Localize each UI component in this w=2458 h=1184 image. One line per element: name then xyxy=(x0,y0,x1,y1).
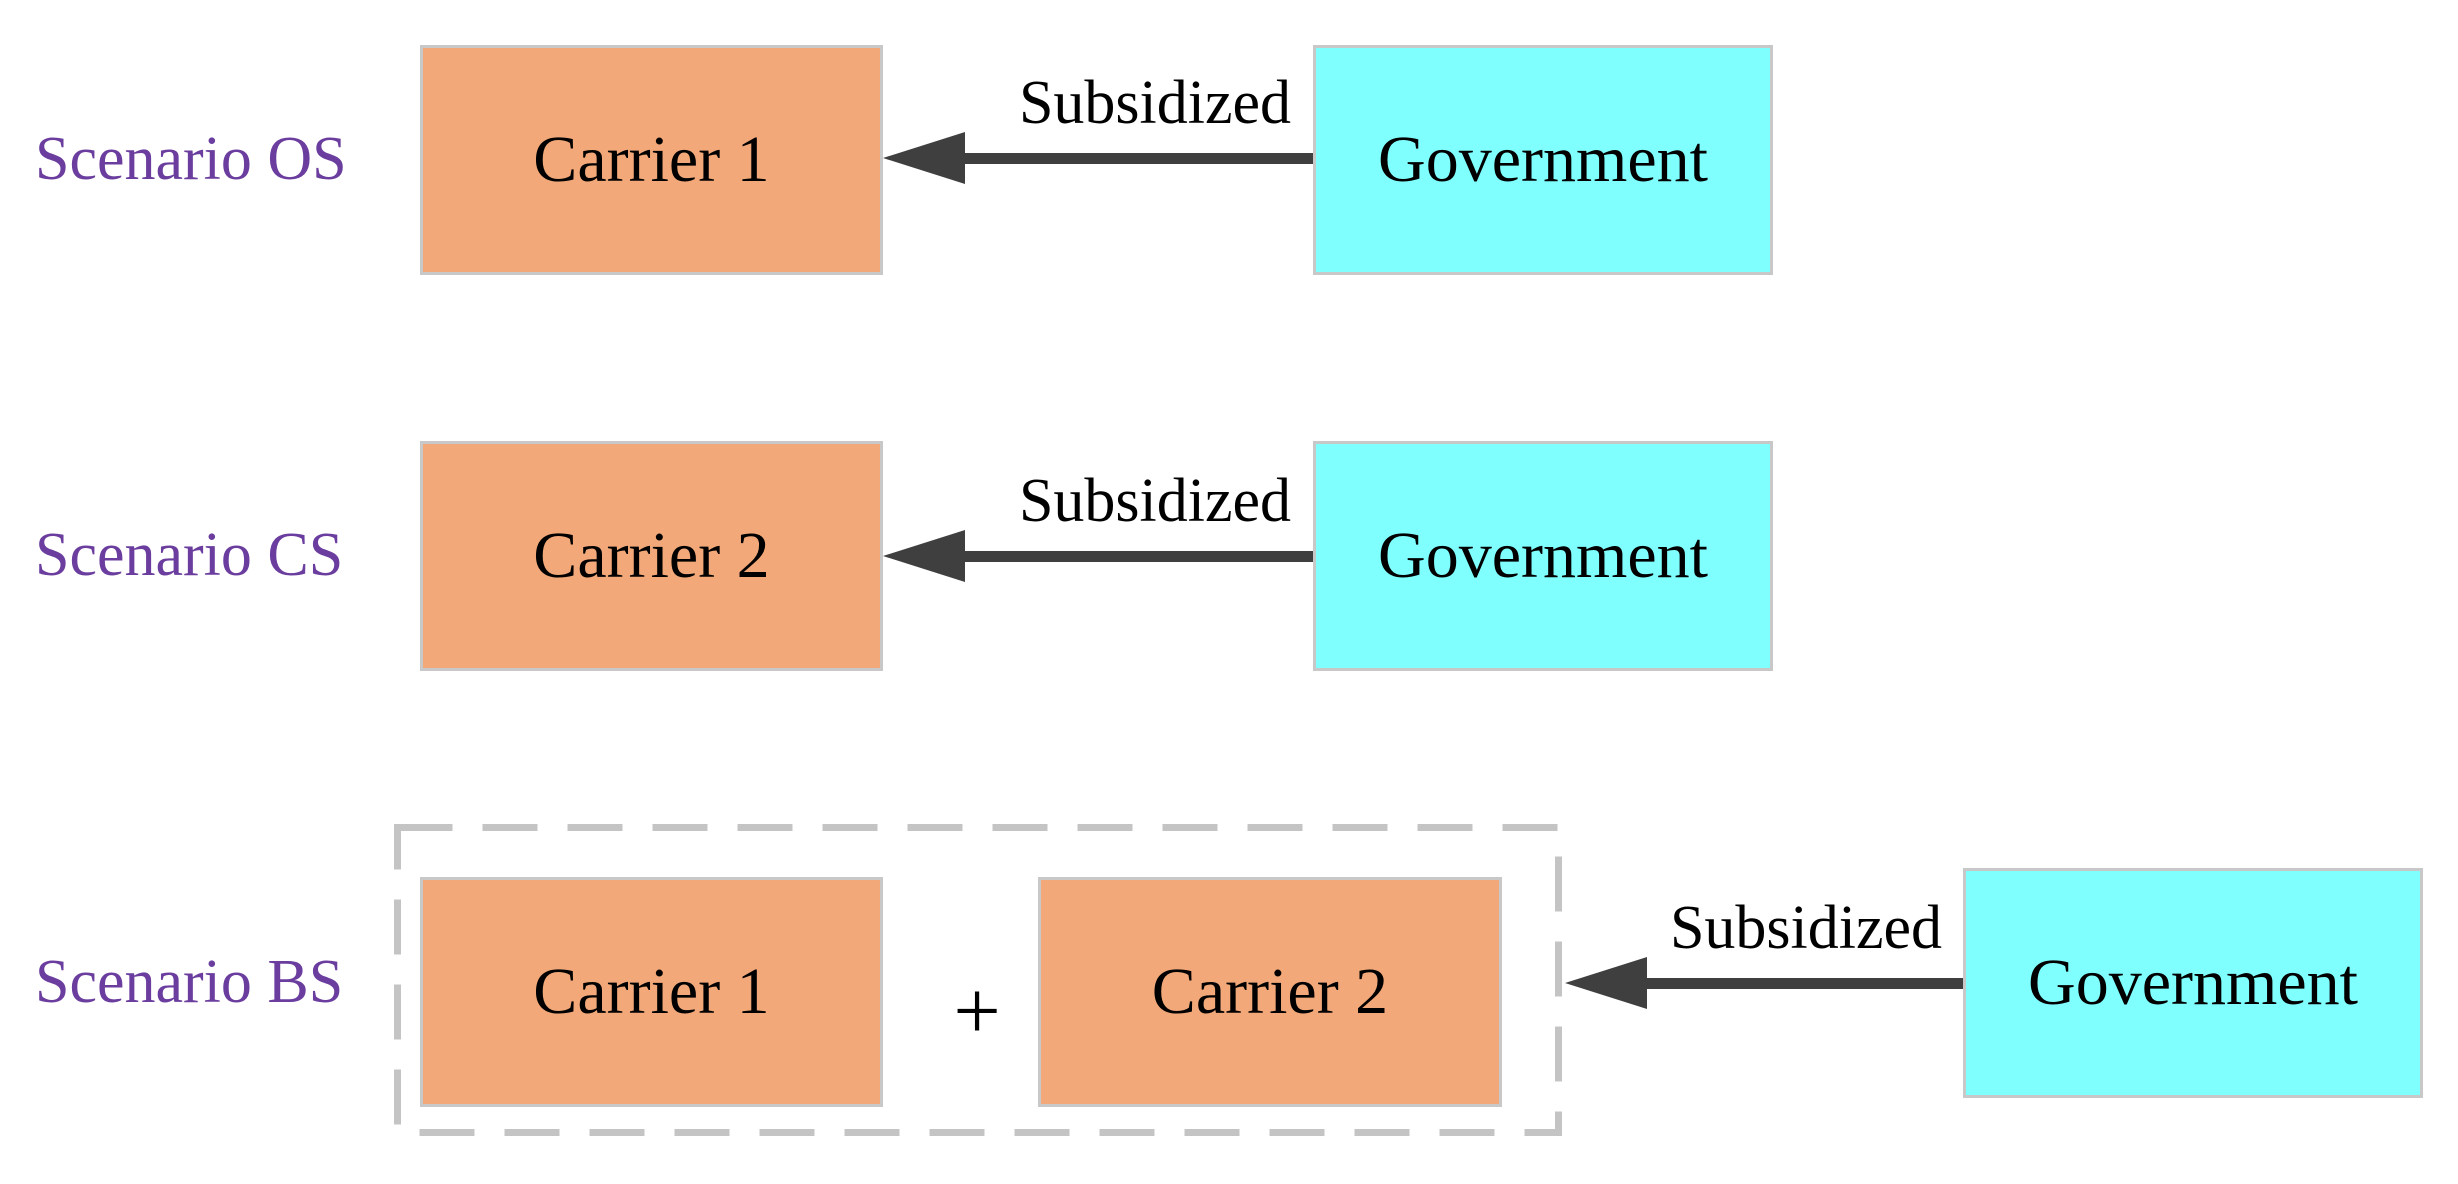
dashed-border-rect xyxy=(394,824,1562,1136)
government-box-bs: Government xyxy=(1963,868,2423,1098)
scenario-bs-label: Scenario BS xyxy=(35,948,344,1016)
arrow-head-icon-cs xyxy=(883,530,965,582)
arrow-head-icon-bs xyxy=(1565,957,1647,1009)
scenario-cs-label: Scenario CS xyxy=(35,521,344,589)
carrier-1-box: Carrier 1 xyxy=(420,45,883,275)
carrier-2-label-bs: Carrier 2 xyxy=(1151,955,1389,1028)
scenario-os-label: Scenario OS xyxy=(35,125,347,193)
carrier-1-box-bs: Carrier 1 xyxy=(420,877,883,1107)
government-box-os: Government xyxy=(1313,45,1773,275)
government-label-bs: Government xyxy=(2028,946,2358,1019)
subsidized-label-cs: Subsidized xyxy=(1018,467,1292,535)
carrier-1-label-bs: Carrier 1 xyxy=(533,955,770,1028)
government-box-cs: Government xyxy=(1313,441,1773,671)
arrow-shaft-bs xyxy=(1640,978,1965,989)
carrier-2-box-bs: Carrier 2 xyxy=(1038,877,1502,1107)
carrier-2-box: Carrier 2 xyxy=(420,441,883,671)
government-label-cs: Government xyxy=(1378,519,1708,592)
subsidized-label-bs: Subsidized xyxy=(1669,894,1943,962)
merged-carriers-group: Carrier 1 + Carrier 2 xyxy=(394,824,1562,1136)
plus-sign: + xyxy=(953,965,1001,1058)
government-label-os: Government xyxy=(1378,123,1708,196)
arrow-shaft-cs xyxy=(958,551,1315,562)
carrier-2-label: Carrier 2 xyxy=(533,519,770,592)
subsidized-label-os: Subsidized xyxy=(1018,69,1292,137)
carrier-1-label: Carrier 1 xyxy=(533,123,770,196)
arrow-head-icon-os xyxy=(883,132,965,184)
arrow-shaft-os xyxy=(958,153,1315,164)
